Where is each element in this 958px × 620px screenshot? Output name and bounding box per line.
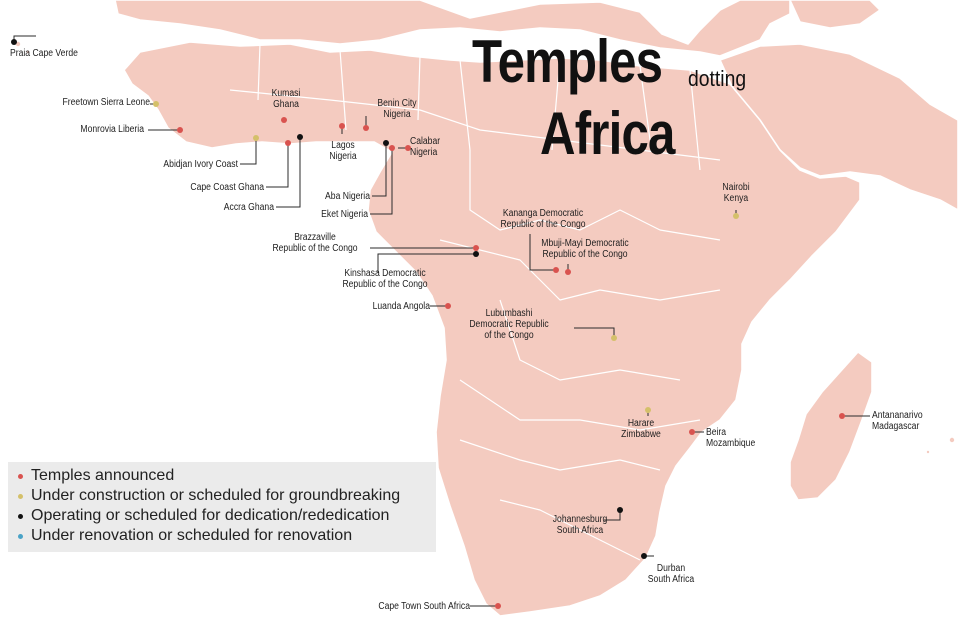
label-abidjan: Abidjan Ivory Coast — [163, 159, 238, 170]
label-luanda: Luanda Angola — [372, 301, 430, 312]
africa-landmass — [123, 41, 861, 617]
label-monrovia: Monrovia Liberia — [80, 124, 144, 135]
temple-marker-kinshasa — [473, 251, 479, 257]
temple-marker-lagos — [339, 123, 345, 129]
renovation-dot-icon — [18, 533, 23, 539]
temple-marker-antananarivo — [839, 413, 845, 419]
temple-marker-kananga — [553, 267, 559, 273]
temple-marker-lubumbashi — [611, 335, 617, 341]
label-praia: Praia Cape Verde — [10, 48, 78, 59]
temple-marker-brazzaville — [473, 245, 479, 251]
title-dotting: dotting — [688, 66, 747, 91]
temple-marker-mbuji — [565, 269, 571, 275]
temple-marker-capetown — [495, 603, 501, 609]
legend-item-under-construction: Under construction or scheduled for grou… — [18, 486, 400, 506]
temple-marker-freetown — [153, 101, 159, 107]
temple-markers — [11, 39, 845, 609]
temple-marker-luanda — [445, 303, 451, 309]
legend-item-operating: Operating or scheduled for dedication/re… — [18, 506, 389, 526]
reunion-island — [925, 449, 931, 455]
temple-marker-benin — [363, 125, 369, 131]
temple-marker-monrovia — [177, 127, 183, 133]
temple-marker-johannesburg — [617, 507, 623, 513]
label-cape-town: Cape Town South Africa — [378, 601, 470, 612]
label-cape-coast: Cape Coast Ghana — [190, 182, 264, 193]
temple-marker-nairobi — [733, 213, 739, 219]
announced-dot-icon — [18, 473, 23, 479]
temple-marker-harare — [645, 407, 651, 413]
legend-item-announced: Temples announced — [18, 466, 174, 486]
label-eket: Eket Nigeria — [321, 209, 368, 220]
temple-marker-calabar — [405, 145, 411, 151]
far-east-landmass — [789, 0, 881, 29]
temple-marker-praia — [11, 39, 17, 45]
temple-marker-abidjan — [253, 135, 259, 141]
temple-marker-kumasi — [281, 117, 287, 123]
temple-marker-durban — [641, 553, 647, 559]
country-borders — [229, 43, 721, 561]
mauritius-island — [948, 436, 956, 444]
title-africa: Africa — [540, 100, 675, 167]
operating-dot-icon — [18, 513, 23, 519]
temple-marker-aba — [383, 140, 389, 146]
map-legend: Temples announced Under construction or … — [8, 462, 436, 552]
legend-item-renovation: Under renovation or scheduled for renova… — [18, 526, 352, 546]
temple-marker-eket — [389, 145, 395, 151]
temple-marker-capecoast — [285, 140, 291, 146]
label-freetown: Freetown Sierra Leone — [62, 97, 150, 108]
label-accra: Accra Ghana — [223, 202, 274, 213]
title-temples: Temples — [472, 28, 663, 95]
label-aba: Aba Nigeria — [325, 191, 370, 202]
madagascar-landmass — [789, 351, 873, 501]
temple-marker-accra — [297, 134, 303, 140]
europe-landmass — [114, 0, 791, 57]
cape-verde-island — [25, 49, 31, 55]
under-construction-dot-icon — [18, 493, 23, 499]
temple-marker-beira — [689, 429, 695, 435]
leader-lines — [13, 35, 870, 607]
